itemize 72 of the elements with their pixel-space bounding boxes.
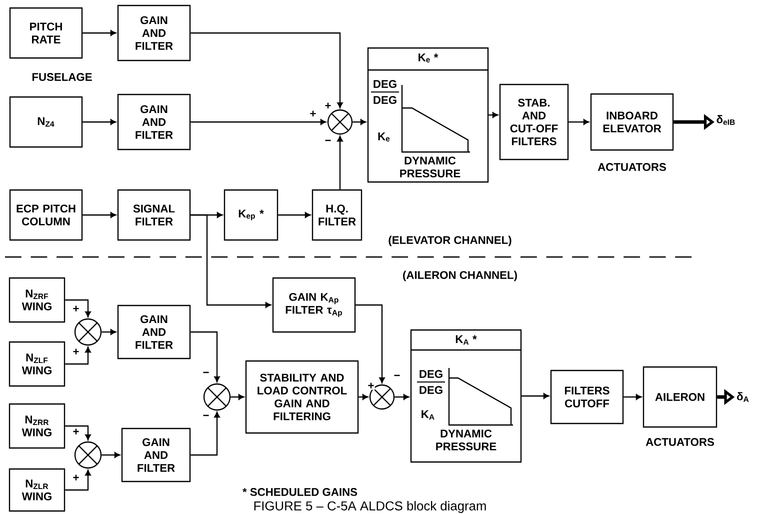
block-box: FILTERS CUTOFF (550, 370, 624, 424)
arrow (356, 304, 385, 384)
arrow (352, 119, 366, 125)
block-box: GAIN AND FILTER (117, 304, 191, 360)
arrow (102, 329, 116, 335)
block-box: N$_{ZLR}$ WING (8, 468, 66, 512)
block-box: GAIN AND FILTER (121, 428, 191, 482)
sign-label: + (309, 110, 317, 118)
arrow (488, 112, 498, 118)
block-box: N$_{ZRR}$ WING (8, 403, 66, 449)
block-box: INBOARD ELEVATOR (590, 93, 674, 151)
summing-junction (327, 109, 353, 135)
arrow (190, 331, 220, 382)
note: * SCHEDULED GAINS (242, 488, 358, 496)
gain-schedule-box: K$_{A}$ * DEG DEG K$_{A}$ DYNAMIC PRESSURE (410, 329, 522, 463)
sign-label: − (393, 374, 401, 380)
output-signal: δ$_{eIB}$ (716, 115, 735, 125)
sign-label: + (324, 102, 332, 110)
block-box: AILERON (642, 366, 718, 428)
sign-label: − (202, 414, 210, 420)
arrow (102, 452, 120, 458)
arrow (337, 136, 343, 190)
arrow (190, 412, 220, 456)
arrow (65, 425, 91, 440)
arrow (230, 394, 244, 400)
block-box: PITCH RATE (9, 7, 83, 59)
beside-label: ACTUATORS (598, 163, 666, 171)
arrow (65, 346, 91, 365)
block-box: GAIN AND FILTER (117, 4, 191, 62)
block-box: N$_{ZLF}$ WING (8, 341, 66, 387)
block-box: N$_{ZRF}$ WING (8, 277, 66, 323)
block-box: GAIN K$_{Ap}$ FILTER τ$_{Ap}$ (272, 277, 356, 333)
arrow (278, 212, 311, 218)
arrow (190, 119, 326, 125)
channel-label: (AILERON CHANNEL) (403, 270, 517, 282)
block-box: GAIN AND FILTER (117, 94, 191, 150)
sign-label: − (324, 139, 332, 145)
summing-junction (74, 318, 102, 346)
arrow (522, 393, 550, 399)
beside-label: FUSELAGE (32, 73, 92, 81)
arrow (190, 32, 343, 108)
arrow (190, 214, 272, 308)
arrow (82, 119, 116, 125)
sign-label: − (202, 371, 210, 377)
block-box: K$_{ep}$ * (224, 189, 278, 241)
block-box: ECP PITCH COLUMN (9, 189, 83, 241)
sign-label: + (72, 305, 80, 313)
caption: FIGURE 5 – C-5A ALDCS block diagram (254, 501, 486, 513)
summing-junction (369, 384, 395, 410)
arrow (82, 212, 116, 218)
sign-label: + (72, 348, 80, 356)
arrow (82, 30, 116, 36)
output-signal: δ$_{A}$ (736, 392, 749, 402)
arrow (358, 394, 368, 400)
block-box: STABILITY AND LOAD CONTROL GAIN AND FILTERING (245, 360, 359, 434)
arrow (65, 299, 91, 318)
block-box: N$_{Z4}$ (9, 96, 83, 148)
sign-label: + (72, 474, 80, 482)
summing-junction (74, 441, 102, 469)
arrow (624, 394, 642, 400)
block-box: H.Q. FILTER (312, 189, 362, 241)
beside-label: ACTUATORS (646, 438, 714, 446)
sign-label: + (367, 382, 375, 390)
sign-label: + (72, 428, 80, 436)
gain-schedule-box: K$_{e}$ * DEG DEG K$_{e}$ DYNAMIC PRESSURE (367, 47, 489, 183)
block-box: SIGNAL FILTER (117, 189, 191, 241)
summing-junction (203, 383, 231, 411)
arrow (568, 119, 590, 125)
arrow (394, 394, 410, 400)
channel-label: (ELEVATOR CHANNEL) (388, 236, 512, 246)
arrow (65, 470, 91, 491)
block-box: STAB. AND CUT-OFF FILTERS (499, 84, 569, 160)
